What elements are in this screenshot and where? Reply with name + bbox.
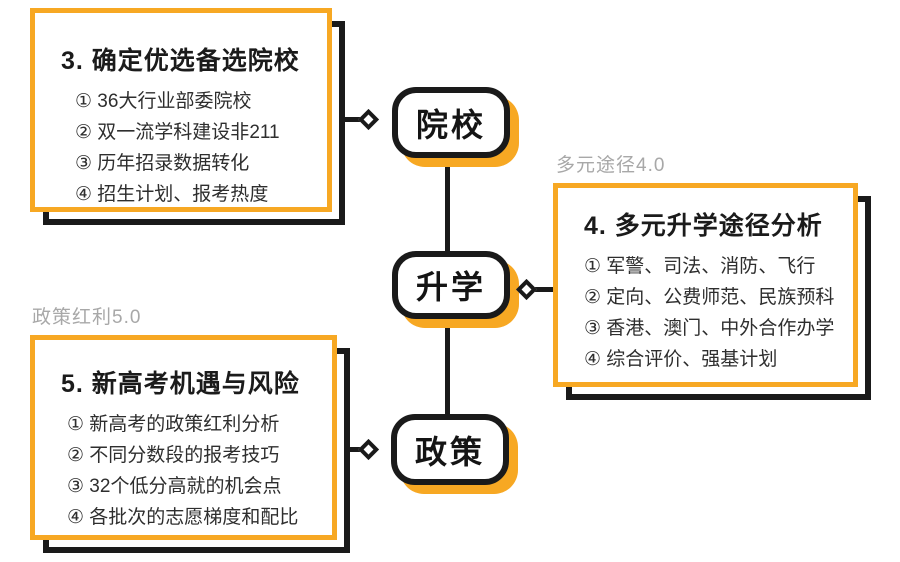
box-panel: 4. 多元升学途径分析 ① 军警、司法、消防、飞行 ② 定向、公费师范、民族预科… <box>553 183 858 387</box>
list-item: ① 新高考的政策红利分析 <box>67 414 280 435</box>
node-label: 升学 <box>392 251 510 319</box>
box-item-list: ① 36大行业部委院校 ② 双一流学科建设非211 ③ 历年招录数据转化 ④ 招… <box>75 86 327 210</box>
connector-box3-to-yuanxiao <box>344 117 361 122</box>
diamond-marker-icon <box>515 278 538 301</box>
list-item: ① 军警、司法、消防、飞行 <box>584 256 816 277</box>
box-item-list: ① 军警、司法、消防、飞行 ② 定向、公费师范、民族预科 ③ 香港、澳门、中外合… <box>584 251 853 375</box>
diamond-marker-icon <box>357 108 380 131</box>
list-item: ② 定向、公费师范、民族预科 <box>584 287 835 308</box>
list-item: ③ 历年招录数据转化 <box>75 153 250 174</box>
list-item: ② 双一流学科建设非211 <box>75 122 280 143</box>
node-shengxue: 升学 <box>392 251 519 328</box>
box-title: 4. 多元升学途径分析 <box>584 212 823 240</box>
box-multi-path-analysis: 4. 多元升学途径分析 ① 军警、司法、消防、飞行 ② 定向、公费师范、民族预科… <box>553 183 871 400</box>
list-item: ③ 香港、澳门、中外合作办学 <box>584 318 835 339</box>
list-item: ④ 综合评价、强基计划 <box>584 349 778 370</box>
node-zhengce: 政策 <box>391 414 518 494</box>
box-gaokao-opportunity-risk: 5. 新高考机遇与风险 ① 新高考的政策红利分析 ② 不同分数段的报考技巧 ③ … <box>30 335 350 553</box>
diamond-marker-icon <box>357 438 380 461</box>
connector-box5-to-zhengce <box>344 447 361 452</box>
node-label: 院校 <box>392 87 510 158</box>
tag-box5: 政策红利5.0 <box>32 307 142 328</box>
box-panel: 3. 确定优选备选院校 ① 36大行业部委院校 ② 双一流学科建设非211 ③ … <box>30 8 332 212</box>
spine-yuanxiao-to-shengxue <box>445 155 450 253</box>
box-preferred-colleges: 3. 确定优选备选院校 ① 36大行业部委院校 ② 双一流学科建设非211 ③ … <box>30 8 345 225</box>
connector-shengxue-to-box4 <box>535 287 554 292</box>
node-yuanxiao: 院校 <box>392 87 519 167</box>
tag-box4: 多元途径4.0 <box>556 155 666 176</box>
list-item: ③ 32个低分高就的机会点 <box>67 476 282 497</box>
box-item-list: ① 新高考的政策红利分析 ② 不同分数段的报考技巧 ③ 32个低分高就的机会点 … <box>67 409 332 533</box>
list-item: ① 36大行业部委院校 <box>75 91 252 112</box>
list-item: ④ 招生计划、报考热度 <box>75 184 269 205</box>
list-item: ② 不同分数段的报考技巧 <box>67 445 280 466</box>
box-panel: 5. 新高考机遇与风险 ① 新高考的政策红利分析 ② 不同分数段的报考技巧 ③ … <box>30 335 337 540</box>
box-title: 5. 新高考机遇与风险 <box>61 370 300 398</box>
list-item: ④ 各批次的志愿梯度和配比 <box>67 507 299 528</box>
box-title: 3. 确定优选备选院校 <box>61 47 300 75</box>
spine-shengxue-to-zhengce <box>445 317 450 416</box>
node-label: 政策 <box>391 414 509 485</box>
